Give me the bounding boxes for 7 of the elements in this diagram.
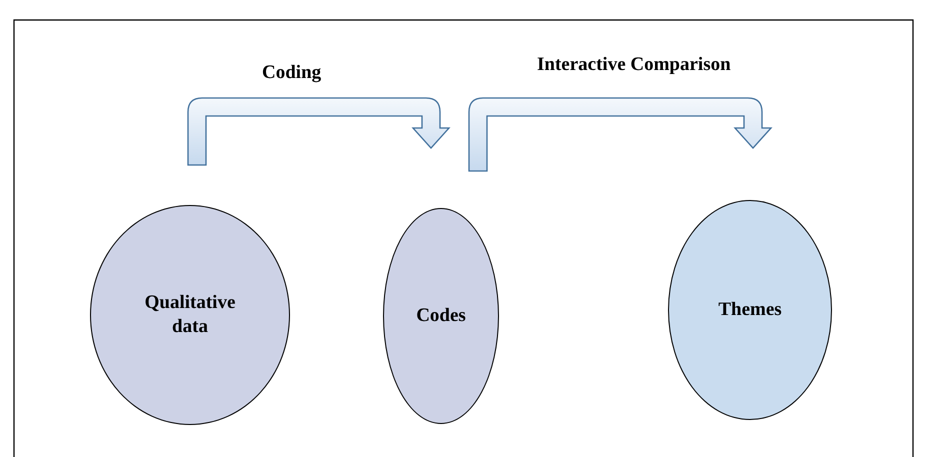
node-label: Themes	[718, 298, 782, 322]
edge-label: Interactive Comparison	[537, 54, 731, 76]
bent-block-arrow	[468, 97, 772, 172]
edge-label: Coding	[262, 62, 322, 84]
node-label: Qualitative data	[144, 291, 236, 339]
node-label: Codes	[416, 304, 466, 328]
bent-block-arrow	[187, 97, 450, 166]
